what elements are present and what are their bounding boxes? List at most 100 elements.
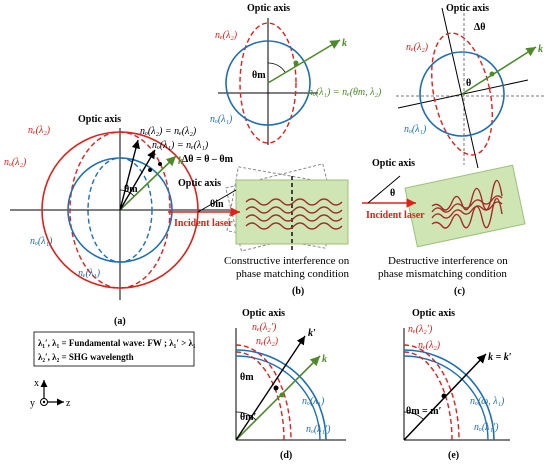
- a-no1-label: nₒ(λ₁): [30, 236, 53, 247]
- a-no2-label: nₒ(λ₂): [4, 157, 27, 168]
- a-eq2-label: nₒ(λ₁) = nₑ(λ₁): [152, 140, 209, 151]
- d-theta2-label: θm′: [240, 412, 257, 423]
- axes-z: z: [66, 398, 71, 409]
- c-crystal: [404, 164, 526, 248]
- e-theta-arc: [403, 411, 425, 421]
- legend-line2: λ₂′, λ₂ = SHG wavelength: [38, 352, 134, 362]
- c-ne2-label: nₑ(λ₂): [406, 42, 429, 53]
- c-incident-label: Incident laser: [366, 210, 425, 221]
- c-optic-axis-1: Optic axis: [446, 3, 489, 14]
- c-caption-line1: Destructive interference on: [388, 255, 508, 267]
- c-wave-4: [431, 197, 503, 229]
- a-red-ellipse: [69, 131, 171, 289]
- panel-d: Optic axis nₑ(λ₂′) nₑ(λ₂) k′ k θm θm′ nₒ…: [235, 308, 346, 461]
- a-theta-label: θm: [124, 184, 138, 195]
- a-theta-arc: [119, 189, 135, 197]
- b-wave-2: [245, 206, 343, 214]
- b-no1-label: nₒ(λ₁): [210, 114, 233, 125]
- a-dot-2: [158, 162, 162, 166]
- c-optic-axis-2: Optic axis: [372, 158, 415, 169]
- b-wave-4: [245, 222, 343, 230]
- a-arrow-1: [119, 139, 140, 211]
- e-theta-label: θm = m′: [406, 406, 442, 417]
- d-ne2-label: nₑ(λ₂): [256, 336, 279, 347]
- b-k-vector: [267, 39, 341, 84]
- b-theta-label: θm: [252, 70, 266, 81]
- b-red-ellipse: [239, 22, 297, 144]
- e-blue-arc-outer: [403, 349, 495, 441]
- b-optic-axis-2: Optic axis: [178, 178, 221, 189]
- panel-c: Optic axis Δθ nₑ(λ₂) k θ nₒ(λ₁) Optic ax…: [362, 3, 545, 297]
- c-delta: Δθ: [474, 22, 486, 33]
- d-caption: (d): [280, 450, 292, 461]
- b-caption: (b): [292, 286, 304, 297]
- a-ne1-label: nₑ(λ₁): [78, 268, 101, 279]
- c-wave-2: [431, 201, 503, 219]
- b-match-point: [293, 60, 299, 66]
- e-dot: [441, 393, 447, 399]
- a-k-vector: [119, 155, 177, 211]
- axes-y: y: [30, 398, 35, 409]
- c-point: [489, 71, 495, 77]
- d-ne2p-label: nₑ(λ₂′): [252, 322, 277, 333]
- e-optic-axis: Optic axis: [412, 308, 455, 319]
- b-ne2-label: nₑ(λ₂): [215, 30, 238, 41]
- c-optic-line: [367, 175, 401, 204]
- c-theta-small: θ: [390, 188, 395, 199]
- d-optic-axis: Optic axis: [242, 308, 285, 319]
- a-optic-axis: Optic axis: [78, 114, 121, 125]
- c-caption: (c): [454, 286, 465, 297]
- b-blue-circle: [225, 40, 311, 126]
- b-caption-line2: phase matching condition: [236, 268, 350, 280]
- d-theta-label: θm: [240, 372, 254, 383]
- a-arrow-2: [119, 149, 156, 211]
- b-k-label: k: [342, 38, 347, 49]
- d-k-label: k: [322, 354, 327, 365]
- a-blue-ellipse: [87, 157, 153, 263]
- d-no1-label: nₒ(λ₁): [302, 396, 325, 407]
- c-k-vector: [461, 46, 537, 95]
- a-k-label: k: [178, 156, 183, 167]
- panel-e: Optic axis nₑ(λ₂′) nₑ(λ₂) k = k′ θm = m′…: [403, 308, 512, 461]
- d-dot-2: [279, 392, 285, 398]
- e-no1-label: nₒ(ω, λ₁): [470, 396, 505, 407]
- d-dot-1: [273, 385, 279, 391]
- b-theta-in: θin: [210, 199, 224, 210]
- e-red-arc-1: [403, 344, 460, 441]
- e-keq-label: k = k′: [488, 352, 512, 363]
- d-red-arc-2: [235, 351, 285, 441]
- a-dot-1: [148, 168, 152, 172]
- c-no1-label: nₒ(λ₁): [404, 124, 427, 135]
- axes-x: x: [34, 378, 39, 389]
- b-caption-line1: Constructive interference on: [224, 255, 350, 267]
- c-tilted-axis: [441, 7, 479, 169]
- e-caption: (e): [448, 450, 459, 461]
- e-ne2-label: nₑ(λ₂): [418, 340, 441, 351]
- b-delta-label: Δθ = θ – θm: [182, 154, 234, 165]
- c-wave-3: [431, 179, 503, 211]
- d-kprime-vector: [235, 335, 306, 441]
- c-blue-circle: [419, 51, 505, 137]
- a-ne2-label: nₑ(λ₂): [28, 125, 51, 136]
- b-theta-arc: [267, 62, 286, 73]
- d-theta-arc: [235, 411, 257, 421]
- d-red-arc-1: [235, 344, 292, 441]
- legend-box: [33, 331, 195, 367]
- d-kprime-label: k′: [308, 328, 316, 339]
- b-eq-label: nₒ(λ₁) = nₑ(θm, λ₂): [308, 87, 382, 98]
- a-eq1-label: nₒ(λ₂) = nₑ(λ₂): [140, 126, 197, 137]
- e-red-arc-2: [403, 351, 453, 441]
- c-red-ellipse: [431, 32, 493, 156]
- a-caption: (a): [114, 316, 126, 327]
- panel-b: Optic axis nₑ(λ₂) k θm nₒ(λ₁) = nₑ(θm, λ…: [168, 3, 382, 297]
- e-no1p-label: nₒ(λ₁′): [474, 422, 499, 433]
- c-theta: θ: [466, 78, 471, 89]
- axes-glyph: x y z: [30, 378, 71, 409]
- legend-line1: λ₁′, λ₁ = Fundamental wave: FW ; λ₁′ > λ…: [38, 338, 196, 348]
- axes-y-dot: [42, 400, 46, 404]
- e-ne2p-label: nₑ(λ₂′): [408, 324, 433, 335]
- d-no1p-label: nₒ(λ₁′): [306, 424, 331, 435]
- d-k-vector: [235, 355, 321, 441]
